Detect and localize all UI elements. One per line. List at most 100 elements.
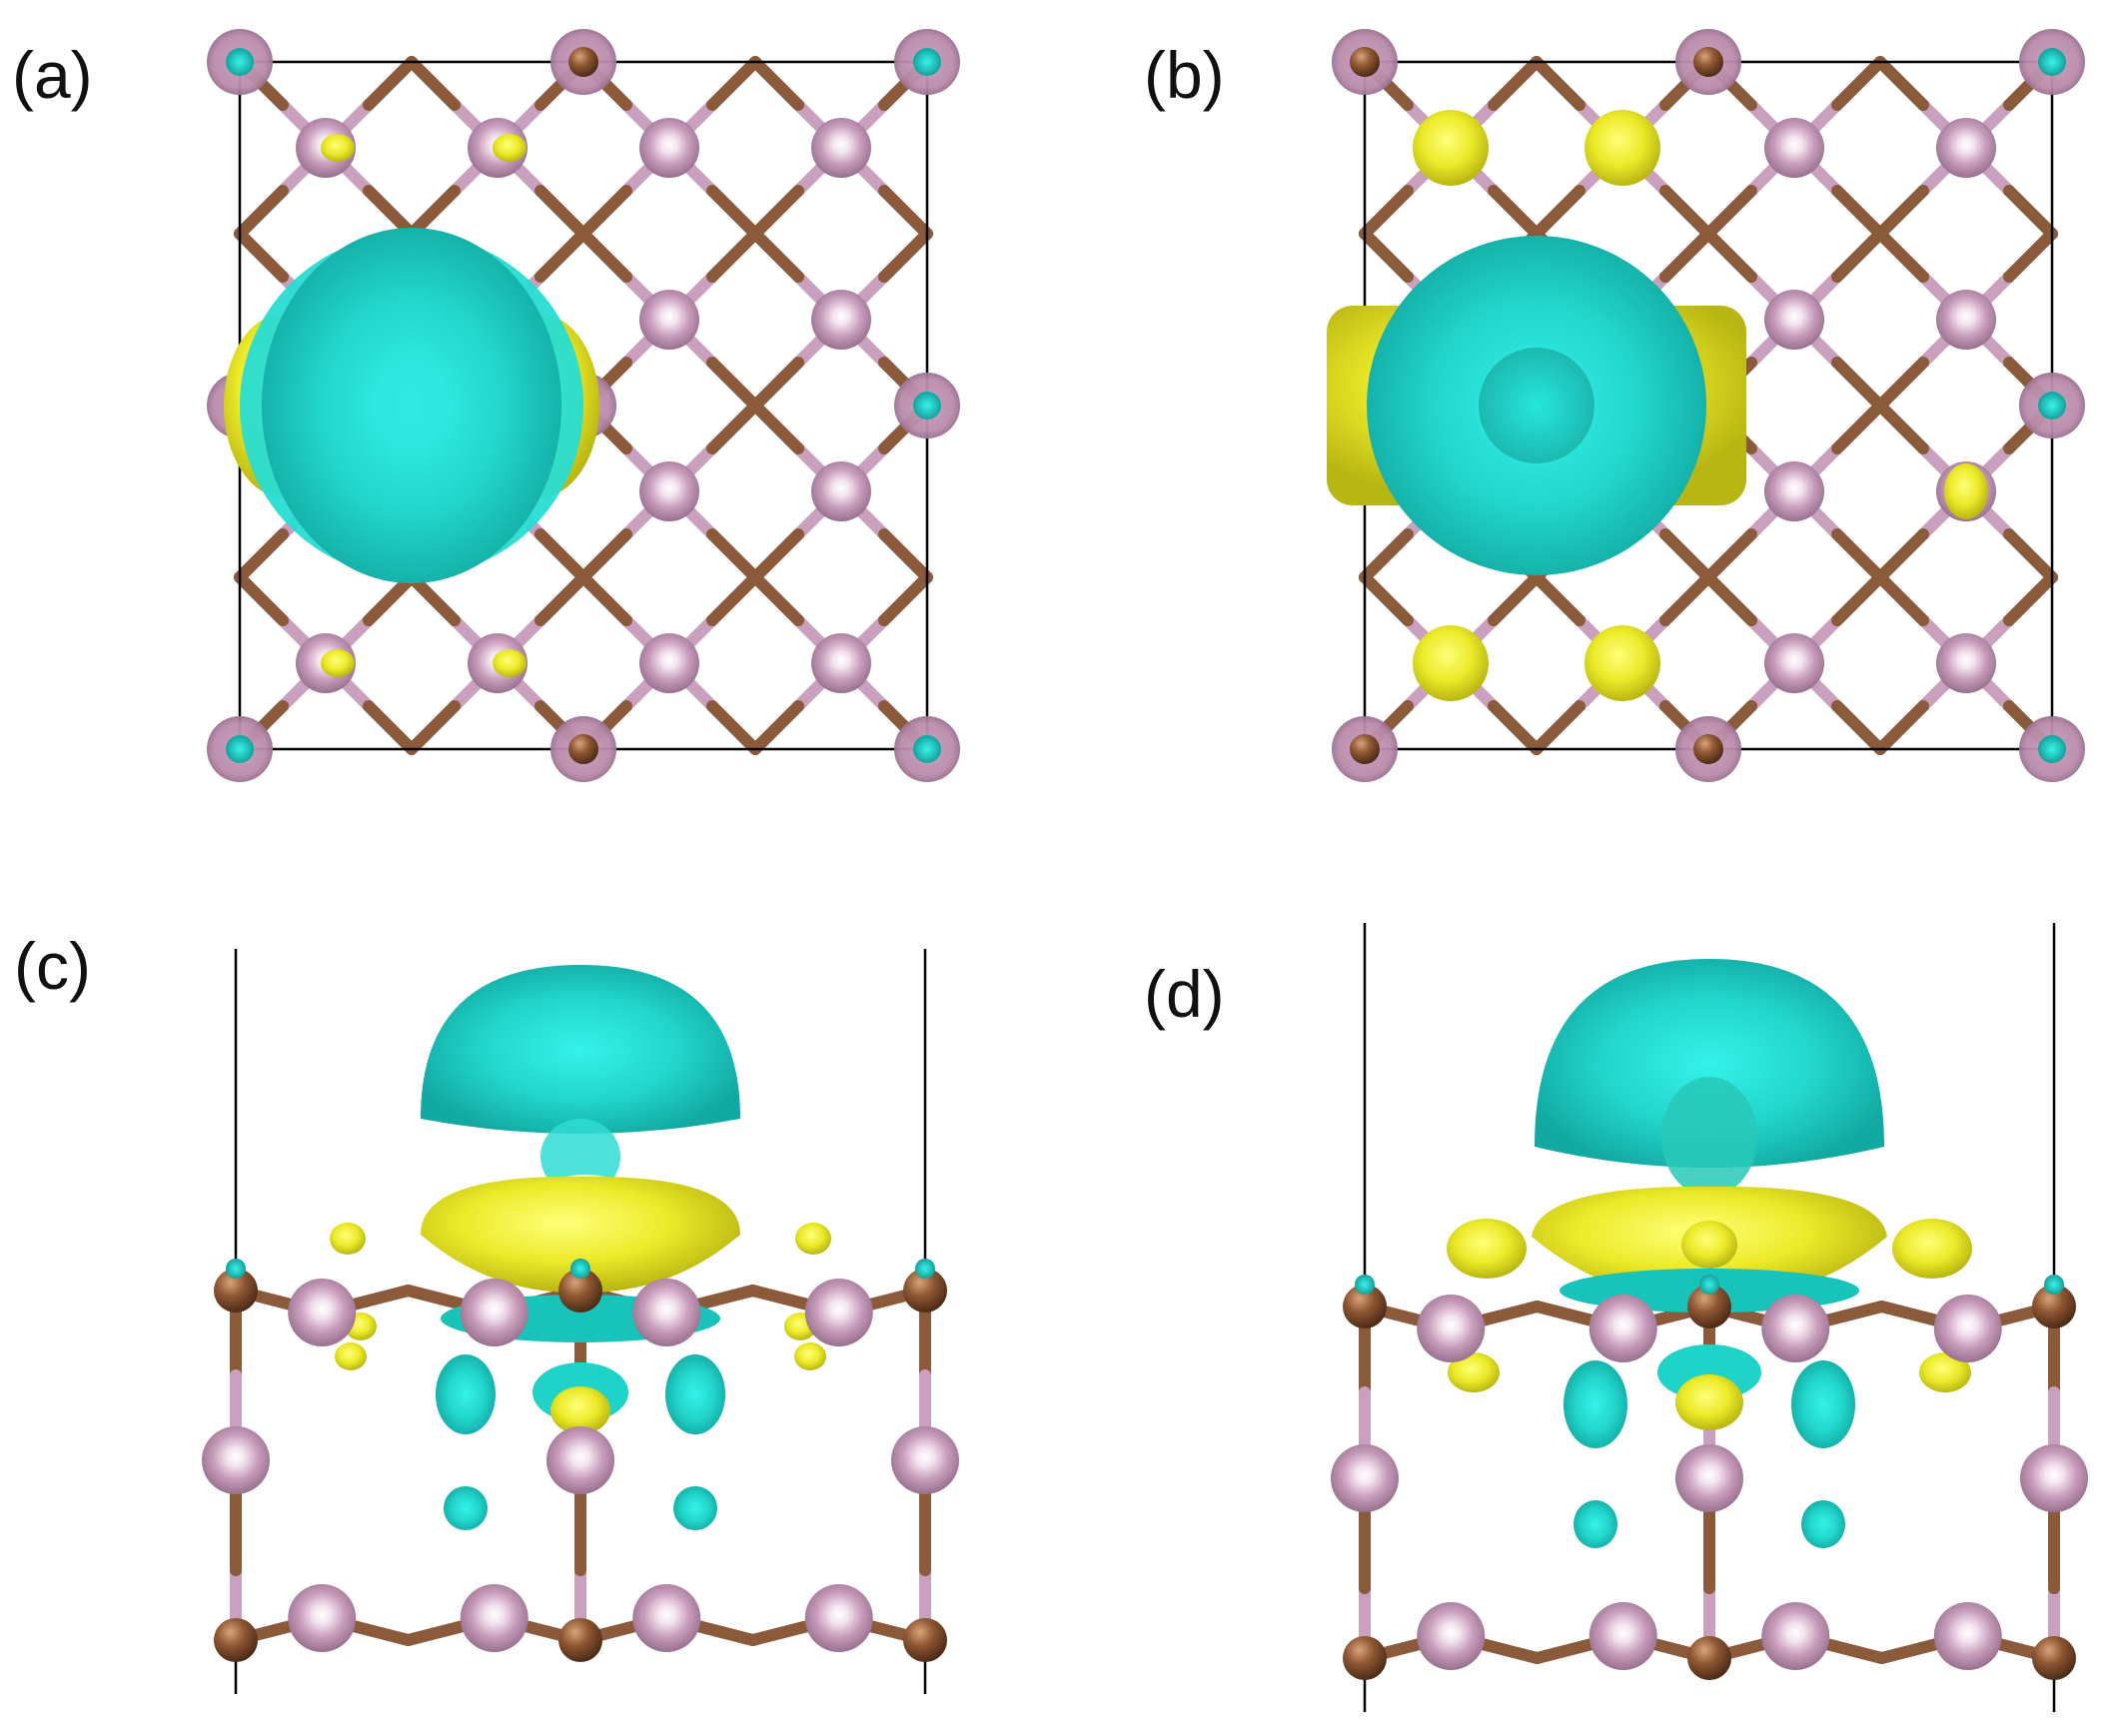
- bond: [706, 528, 761, 583]
- bond: [1488, 56, 1543, 111]
- nonmetal-atom-icon: [811, 290, 871, 350]
- bond: [706, 700, 761, 755]
- nonmetal-atom-icon: [811, 118, 871, 178]
- depletion-core-icon: [2038, 392, 2066, 420]
- nonmetal-atom-icon: [639, 461, 699, 521]
- metal-atom-icon: [1693, 47, 1723, 77]
- bond: [1831, 528, 1886, 583]
- bond: [749, 56, 804, 111]
- bond: [577, 228, 632, 283]
- metal-atom-icon: [1350, 734, 1380, 764]
- bond: [234, 528, 289, 583]
- metal-atom-icon: [1350, 47, 1380, 77]
- depletion-lobe-icon: [673, 1486, 717, 1530]
- nonmetal-atom-icon: [1764, 290, 1824, 350]
- nonmetal-atom-icon: [1761, 1295, 1830, 1362]
- accumulation-lobe-icon: [321, 649, 355, 677]
- bond: [1831, 571, 1886, 626]
- metal-atom-icon: [1687, 1636, 1731, 1680]
- adsorbate-core-icon: [1479, 348, 1594, 463]
- accumulation-lobe-icon: [1585, 625, 1660, 701]
- depletion-cap-icon: [421, 965, 740, 1134]
- accumulation-lobe-icon: [493, 134, 527, 162]
- bond: [1874, 228, 1929, 283]
- nonmetal-atom-icon: [1936, 633, 1996, 693]
- bond: [363, 571, 418, 626]
- metal-atom-icon: [558, 1269, 602, 1312]
- bond: [234, 228, 289, 283]
- bond: [749, 700, 804, 755]
- bond: [406, 571, 461, 626]
- nonmetal-atom-icon: [1764, 633, 1824, 693]
- metal-atom-icon: [2032, 1285, 2076, 1328]
- metal-atom-icon: [568, 734, 598, 764]
- metal-atom-icon: [214, 1269, 258, 1312]
- nonmetal-atom-icon: [1936, 290, 1996, 350]
- nonmetal-atom-icon: [1675, 1444, 1743, 1512]
- metal-atom-icon: [903, 1269, 947, 1312]
- accumulation-lobe-icon: [550, 1386, 610, 1434]
- metal-atom-icon: [214, 1618, 258, 1662]
- depletion-core-icon: [570, 1259, 590, 1279]
- accumulation-lobe-icon: [1681, 1221, 1737, 1269]
- accumulation-lobe-icon: [1675, 1374, 1743, 1430]
- adsorbate-core-icon: [370, 364, 454, 447]
- bond: [1659, 185, 1714, 240]
- bond: [749, 228, 804, 283]
- bond: [1702, 228, 1757, 283]
- nonmetal-atom-icon: [546, 1426, 614, 1494]
- bond: [878, 185, 933, 240]
- nonmetal-atom-icon: [891, 1426, 959, 1494]
- panel-label-b: (b): [1144, 38, 1225, 112]
- bond: [2003, 528, 2058, 583]
- bond: [1359, 528, 1414, 583]
- accumulation-lobe-icon: [1413, 110, 1489, 186]
- nonmetal-atom-icon: [804, 1279, 873, 1346]
- bond: [1831, 185, 1886, 240]
- bond: [706, 357, 761, 412]
- bond: [577, 185, 632, 240]
- bond: [878, 571, 933, 626]
- bond: [706, 56, 761, 111]
- bond: [2003, 185, 2058, 240]
- nonmetal-atom-icon: [2020, 1444, 2088, 1512]
- depletion-core-icon: [226, 735, 254, 763]
- panel-a-top-view: [207, 29, 960, 782]
- depletion-core-icon: [1699, 1275, 1719, 1295]
- accumulation-lobe-icon: [1919, 1352, 1971, 1392]
- bond: [1531, 700, 1586, 755]
- metal-atom-icon: [558, 1618, 602, 1662]
- panel-label-c: (c): [14, 929, 91, 1003]
- bond: [1831, 357, 1886, 412]
- depletion-core-icon: [915, 1259, 935, 1279]
- bond: [878, 528, 933, 583]
- nonmetal-atom-icon: [1764, 461, 1824, 521]
- bond: [234, 571, 289, 626]
- adsorbate-core-icon: [1661, 1077, 1757, 1197]
- bond: [577, 528, 632, 583]
- bond: [1359, 185, 1414, 240]
- accumulation-lobe-icon: [1448, 1352, 1500, 1392]
- accumulation-lobe-icon: [330, 1223, 366, 1255]
- nonmetal-atom-icon: [1417, 1602, 1486, 1670]
- bond: [363, 700, 418, 755]
- depletion-core-icon: [913, 48, 941, 76]
- nonmetal-atom-icon: [1933, 1602, 2002, 1670]
- accumulation-lobe-icon: [321, 134, 355, 162]
- bond: [406, 56, 461, 111]
- bond: [1874, 571, 1929, 626]
- depletion-core-icon: [913, 735, 941, 763]
- nonmetal-atom-icon: [1933, 1295, 2002, 1362]
- depletion-core-icon: [2038, 48, 2066, 76]
- nonmetal-atom-icon: [202, 1426, 270, 1494]
- metal-atom-icon: [1343, 1285, 1387, 1328]
- bond: [1702, 528, 1757, 583]
- bond: [749, 528, 804, 583]
- bond: [1659, 528, 1714, 583]
- bond: [1659, 228, 1714, 283]
- nonmetal-atom-icon: [460, 1584, 529, 1652]
- bond: [1488, 571, 1543, 626]
- depletion-core-icon: [226, 1259, 246, 1279]
- accumulation-lobe-icon: [1413, 625, 1489, 701]
